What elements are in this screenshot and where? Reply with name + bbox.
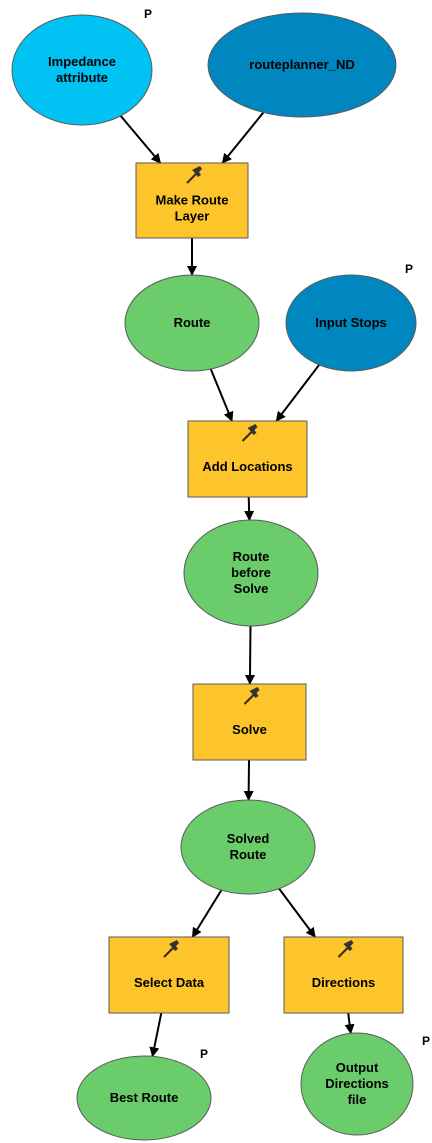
hammer-icon bbox=[337, 940, 354, 958]
node-label: Impedance bbox=[48, 54, 116, 69]
node-label: Solved bbox=[227, 831, 270, 846]
node-directions[interactable]: Directions bbox=[283, 936, 404, 1014]
hammer-icon bbox=[241, 424, 258, 442]
node-label: Output bbox=[336, 1060, 379, 1075]
node-label: Best Route bbox=[110, 1090, 179, 1105]
node-shape bbox=[300, 1032, 414, 1136]
node-route[interactable]: Route bbox=[124, 274, 260, 372]
node-shape bbox=[11, 14, 153, 126]
connector-solved_route-to-directions[interactable] bbox=[278, 888, 316, 938]
connector-impedance-to-make_route_layer[interactable] bbox=[119, 115, 162, 164]
node-label: Make Route bbox=[156, 193, 229, 208]
node-shape bbox=[207, 12, 397, 118]
node-shape bbox=[285, 274, 417, 372]
node-select-data[interactable]: Select Data bbox=[108, 936, 230, 1014]
connector-input_stops-to-add_locations[interactable] bbox=[275, 364, 320, 422]
connector-solved_route-to-select_data[interactable] bbox=[191, 889, 223, 938]
parameter-marker: P bbox=[422, 1034, 430, 1048]
hammer-icon bbox=[243, 687, 260, 705]
node-shape bbox=[135, 162, 249, 239]
parameter-marker: P bbox=[200, 1047, 208, 1061]
node-label: before bbox=[231, 565, 271, 580]
node-add-locations[interactable]: Add Locations bbox=[187, 420, 308, 498]
hammer-icon bbox=[186, 166, 202, 184]
node-solve[interactable]: Solve bbox=[192, 683, 307, 761]
node-label: Input Stops bbox=[315, 315, 387, 330]
node-shape bbox=[183, 519, 319, 627]
node-label: routeplanner_ND bbox=[249, 57, 354, 72]
hammer-icon bbox=[163, 940, 179, 958]
node-network[interactable]: routeplanner_ND bbox=[207, 12, 397, 118]
node-label: attribute bbox=[56, 70, 108, 85]
node-label: Route bbox=[230, 847, 267, 862]
node-label: Layer bbox=[175, 209, 210, 224]
node-shape bbox=[76, 1055, 212, 1141]
node-shape bbox=[192, 683, 307, 761]
connector-route_before_solve-to-solve[interactable] bbox=[244, 625, 255, 685]
node-shape bbox=[108, 936, 230, 1014]
node-label: Route bbox=[233, 549, 270, 564]
node-label: Solve bbox=[234, 581, 269, 596]
node-shape bbox=[283, 936, 404, 1014]
node-label: Select Data bbox=[134, 975, 205, 990]
node-label: Solve bbox=[232, 722, 267, 737]
connector-network-to-make_route_layer[interactable] bbox=[221, 111, 265, 164]
parameter-marker: P bbox=[405, 262, 413, 276]
node-shape bbox=[180, 799, 316, 895]
connections bbox=[119, 111, 355, 1058]
node-shape bbox=[124, 274, 260, 372]
node-label: Directions bbox=[325, 1076, 389, 1091]
connector-directions-to-output_directions[interactable] bbox=[344, 1012, 355, 1035]
node-shape bbox=[187, 420, 308, 498]
connector-add_locations-to-route_before_solve[interactable] bbox=[244, 496, 255, 521]
node-label: Directions bbox=[312, 975, 376, 990]
node-input-stops[interactable]: Input Stops P bbox=[285, 262, 417, 372]
connector-select_data-to-best_route[interactable] bbox=[149, 1012, 163, 1058]
node-label: Route bbox=[174, 315, 211, 330]
parameter-marker: P bbox=[144, 7, 152, 21]
node-label: Add Locations bbox=[202, 459, 292, 474]
node-best-route[interactable]: Best Route P bbox=[76, 1047, 212, 1141]
connector-route-to-add_locations[interactable] bbox=[209, 368, 234, 422]
node-label: file bbox=[348, 1092, 367, 1107]
